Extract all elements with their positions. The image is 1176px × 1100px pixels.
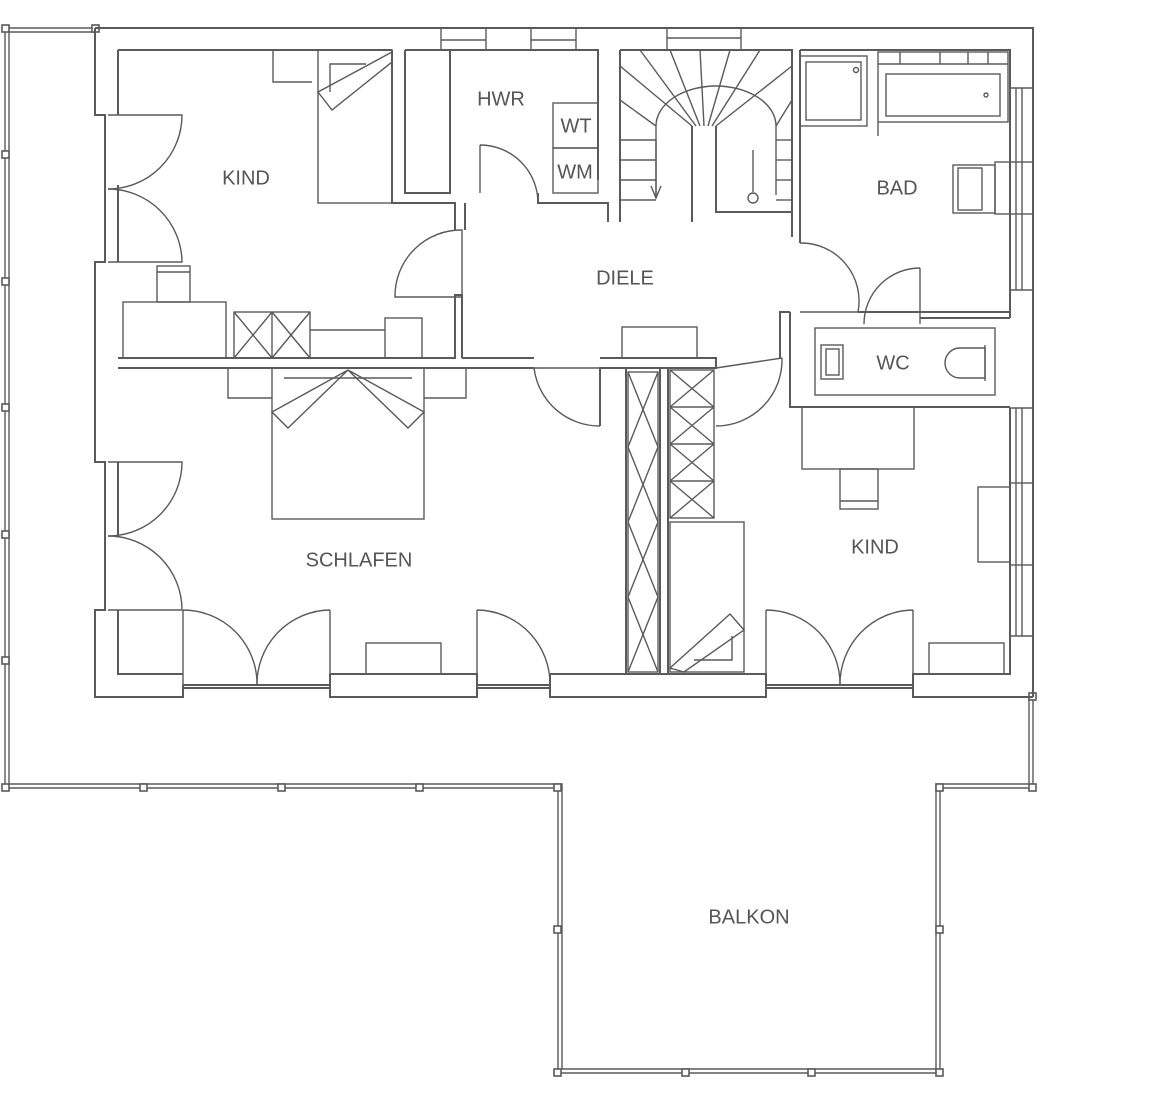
label-balkon: BALKON	[708, 906, 789, 928]
hwr-furniture	[552, 102, 599, 194]
kind-left-furniture	[122, 49, 423, 359]
schlafen-furniture	[227, 367, 467, 675]
room-labels: KIND HWR WT WM BAD DIELE WC SCHLAFEN KIN…	[222, 88, 917, 928]
label-kind-right: KIND	[851, 536, 899, 558]
kind-right-furniture	[668, 406, 1034, 675]
balcony-railing	[1, 24, 1037, 1077]
label-hwr: HWR	[477, 88, 525, 110]
closet-right	[669, 369, 715, 519]
bad-furniture	[799, 51, 1034, 215]
doors	[107, 114, 921, 686]
label-bad: BAD	[876, 177, 917, 199]
staircase	[619, 49, 793, 359]
label-wm: WM	[557, 161, 593, 183]
closet-left	[627, 371, 659, 673]
label-wc: WC	[876, 352, 909, 374]
label-kind-left: KIND	[222, 167, 270, 189]
label-diele: DIELE	[596, 267, 654, 289]
label-schlafen: SCHLAFEN	[306, 549, 413, 571]
wc-furniture	[814, 327, 996, 396]
label-wt: WT	[560, 115, 591, 137]
